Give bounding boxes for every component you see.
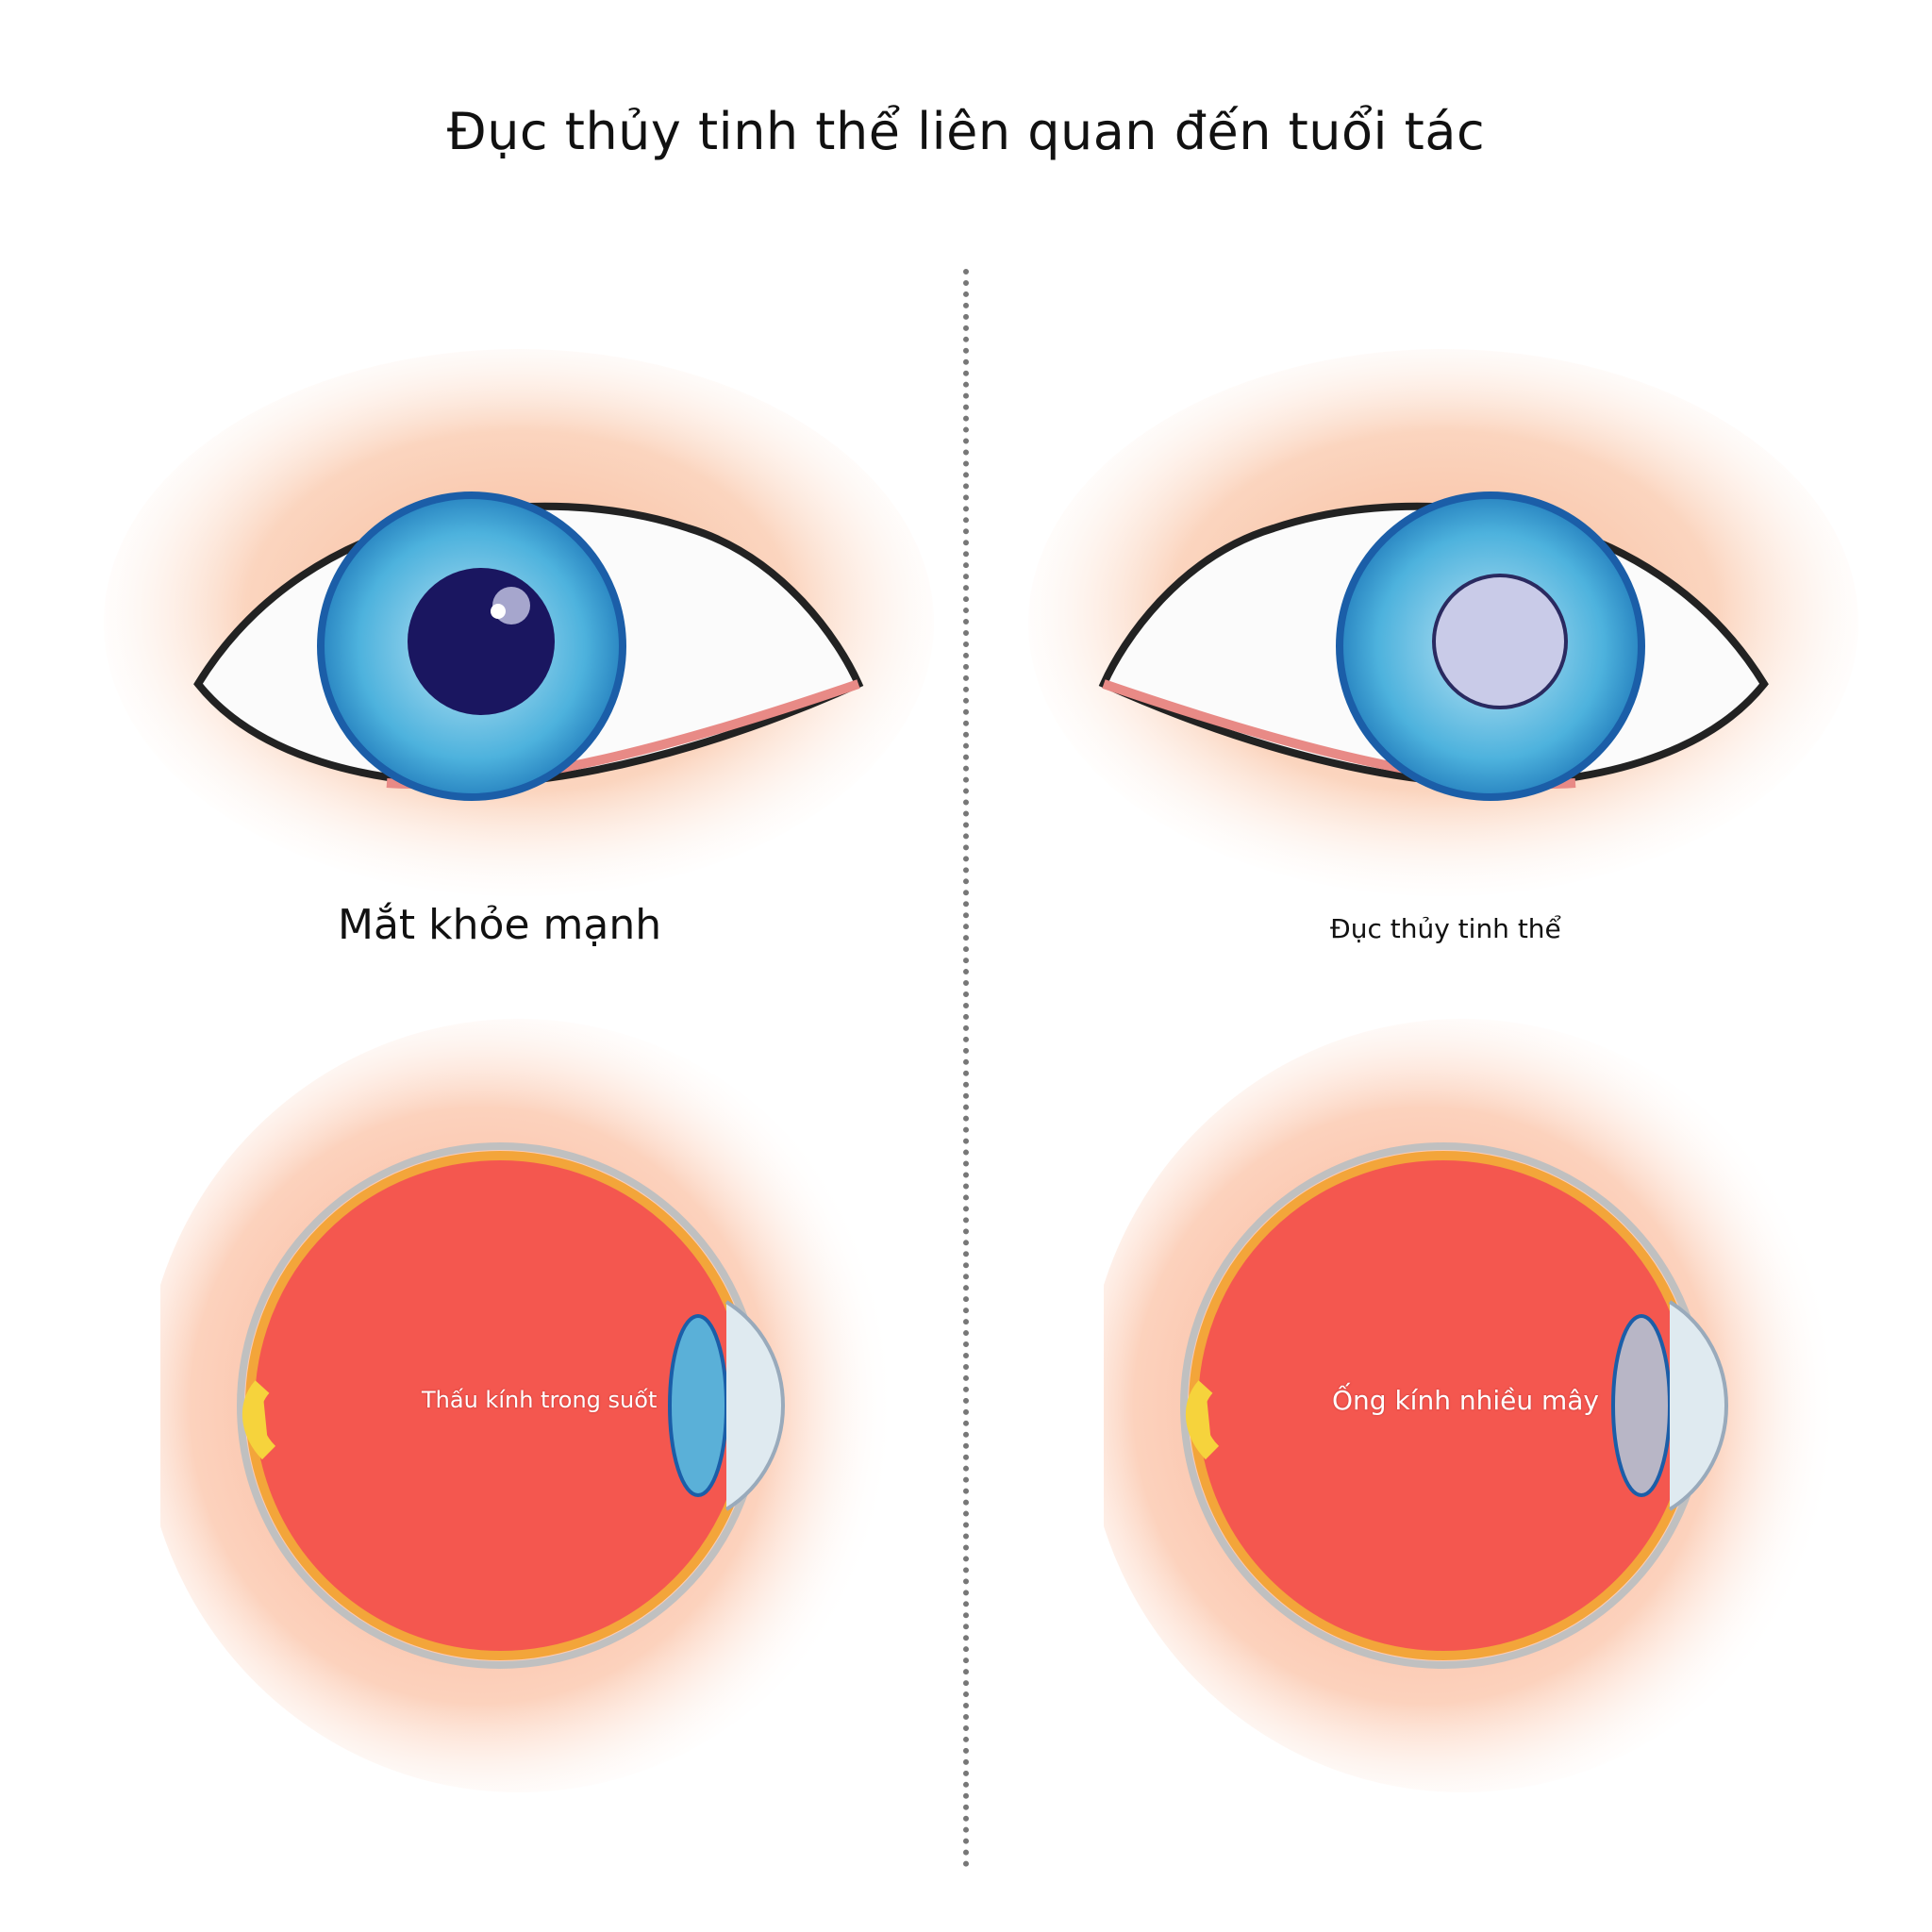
cataract-eye-label: Đục thủy tinh thể <box>1330 913 1561 944</box>
cloudy-lens-callout: Ống kính nhiều mây <box>1332 1385 1599 1416</box>
page-title: Đục thủy tinh thể liên quan đến tuổi tác <box>446 102 1486 161</box>
cataract-eye-front-illustration <box>1028 349 1858 896</box>
center-divider <box>963 269 969 1868</box>
cataract-eye-cross-section <box>1104 1019 1840 1792</box>
healthy-eye-cross-section <box>160 1019 896 1792</box>
clear-lens-callout: Thấu kính trong suốt <box>422 1387 658 1413</box>
healthy-eye-front-illustration <box>104 349 934 896</box>
healthy-eye-label: Mắt khỏe mạnh <box>338 901 662 949</box>
